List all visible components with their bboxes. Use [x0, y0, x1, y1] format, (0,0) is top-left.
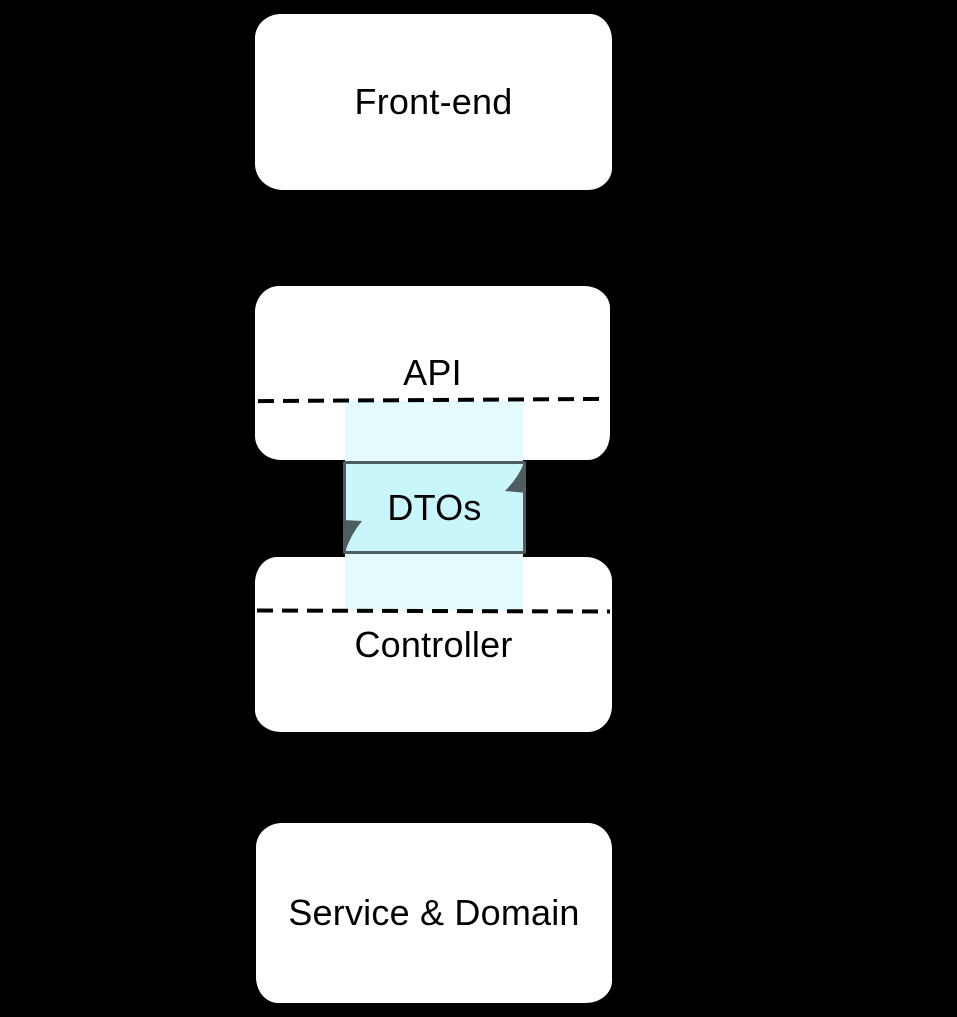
- controller-label: Controller: [354, 623, 513, 665]
- box-front-end: Front-end: [255, 14, 612, 190]
- front-end-label: Front-end: [354, 81, 513, 122]
- box-service-domain: Service & Domain: [256, 823, 612, 1003]
- dto-band-upper: [345, 401, 523, 462]
- service-domain-label: Service & Domain: [288, 892, 580, 933]
- api-label: API: [403, 352, 462, 393]
- dto-band-lower: [345, 553, 523, 611]
- box-controller: Controller: [255, 557, 612, 732]
- dtos-label: DTOs: [387, 486, 482, 528]
- box-dtos: DTOs: [343, 461, 526, 554]
